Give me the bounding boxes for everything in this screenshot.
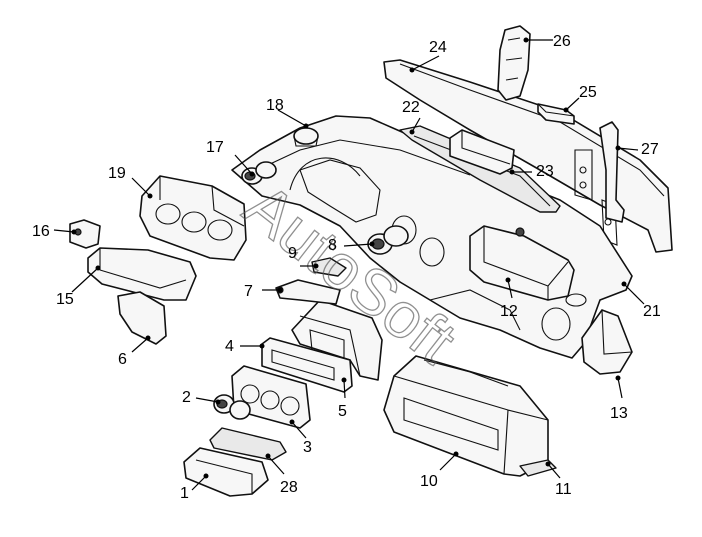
callout-5: 5	[338, 403, 347, 420]
ash-box-part-1	[183, 447, 269, 497]
passenger-airbag-part-12	[469, 225, 575, 301]
bracket-part-25	[537, 103, 575, 125]
vent-part-17	[241, 161, 277, 185]
tray-part-28	[209, 427, 287, 461]
callout-21: 21	[643, 303, 661, 320]
callout-13: 13	[610, 405, 628, 422]
bracket-part-26	[497, 25, 531, 101]
knee-panel-part-6	[117, 291, 167, 345]
callout-18: 18	[266, 97, 284, 114]
callout-8: 8	[328, 237, 337, 254]
callout-7: 7	[244, 283, 253, 300]
callout-6: 6	[118, 351, 127, 368]
callout-25: 25	[579, 84, 597, 101]
callout-24: 24	[429, 39, 447, 56]
callout-23: 23	[536, 163, 554, 180]
bracket-part-27	[599, 121, 625, 223]
callout-10: 10	[420, 473, 438, 490]
callout-11: 11	[555, 481, 572, 498]
callout-labels: 1 2 3 4 5 6 7 8 9 10 11 12 13 15 16 17 1…	[32, 33, 661, 502]
grille-part-18	[293, 127, 319, 147]
callout-1: 1	[180, 485, 189, 502]
trim-frame-part-4	[261, 337, 353, 393]
callout-19: 19	[108, 165, 126, 182]
callout-16: 16	[32, 223, 50, 240]
callout-27: 27	[641, 141, 659, 158]
pad-part-9	[311, 257, 347, 277]
callout-28: 28	[280, 479, 298, 496]
end-cap-part-13	[581, 309, 633, 375]
callout-15: 15	[56, 291, 74, 308]
callout-17: 17	[206, 139, 224, 156]
knob-part-2	[213, 394, 251, 420]
callout-22: 22	[402, 99, 420, 116]
callout-2: 2	[182, 389, 191, 406]
cluster-hood-part-19	[139, 175, 247, 261]
callout-26: 26	[553, 33, 571, 50]
dashboard-shell-part	[231, 115, 633, 359]
callout-12: 12	[500, 303, 518, 320]
lower-cover-part-15	[87, 247, 197, 301]
leader-lines	[53, 37, 645, 491]
switch-part-16	[69, 219, 101, 249]
callout-9: 9	[288, 245, 297, 262]
callout-4: 4	[225, 338, 234, 355]
airbag-housing-part-23	[449, 129, 515, 175]
glove-box-part-10	[383, 355, 549, 477]
callout-3: 3	[303, 439, 312, 456]
